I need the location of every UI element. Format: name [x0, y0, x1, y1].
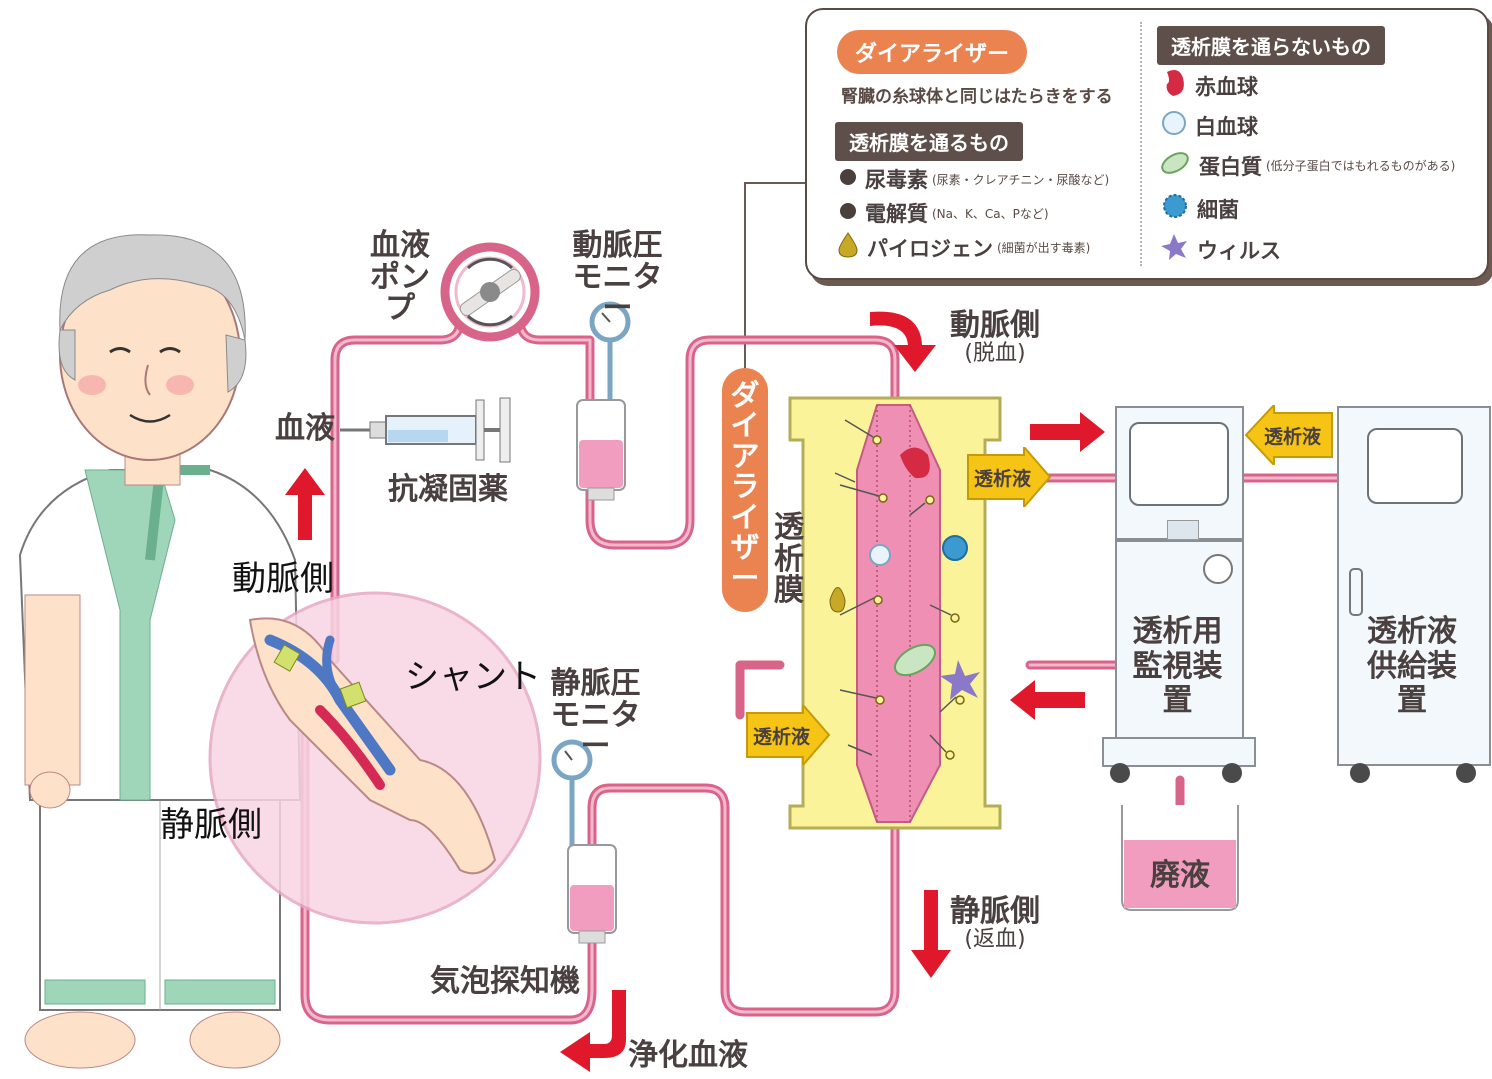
legend-pass-item: パイロジェン(細菌が出す毒素)	[837, 232, 1090, 263]
protein-icon	[894, 643, 936, 677]
legend-nopass-item: ウィルス	[1159, 232, 1281, 267]
monitor-screen	[1129, 422, 1229, 506]
dialysate-supply-label: 透析液	[1264, 426, 1322, 448]
venous-return-label: 静脈側 (返血)	[950, 894, 1040, 952]
dark-dot-icon	[839, 201, 857, 225]
legend-nopass-item: 赤血球	[1161, 68, 1258, 103]
arrow-from-monitor-icon	[1010, 680, 1085, 720]
arrow-venous-return-icon	[911, 890, 951, 978]
legend-nopass-item: 蛋白質(低分子蛋白ではもれるものがある)	[1159, 150, 1455, 181]
anticoagulant-label: 抗凝固薬	[388, 472, 508, 507]
syringe-icon	[340, 397, 511, 463]
venous-drip-chamber-icon	[567, 844, 617, 944]
dialysate-in-tag: 透析液	[745, 702, 831, 769]
virus-icon	[1159, 232, 1189, 267]
supply-unit-label: 透析液供給装置	[1367, 614, 1457, 718]
arterial-drip-chamber-icon	[576, 399, 626, 501]
legend-dialyzer-title: ダイアライザー	[837, 30, 1028, 74]
dialyzer-vertical-label: ダイアライザー	[730, 378, 760, 595]
legend-panel: ダイアライザー 腎臓の糸球体と同じはたらきをする 透析膜を通るもの 尿毒素(尿素…	[805, 8, 1489, 280]
air-bubble-detector-label: 気泡探知機	[430, 964, 580, 999]
arterial-draw-label: 動脈側 (脱血)	[950, 308, 1040, 366]
blood-pump-icon	[440, 242, 540, 342]
blood-label: 血液	[275, 411, 335, 446]
venous-pressure-monitor-label: 静脈圧モニター	[550, 666, 641, 764]
wheel-icon	[1456, 763, 1476, 783]
red-blood-cell-icon	[900, 447, 930, 479]
venous-side-label: 静脈側	[160, 805, 262, 845]
arrow-arterial-draw-icon	[870, 311, 936, 372]
monitor-unit-base	[1102, 737, 1256, 767]
dialysate-out-tag: 透析液	[966, 444, 1052, 511]
white-blood-cell-icon	[869, 544, 891, 566]
dialysate-supply-tag: 透析液	[1244, 402, 1334, 469]
virus-icon	[940, 660, 980, 700]
dialysate-line-left	[735, 660, 785, 720]
monitor-knob-icon	[1203, 554, 1233, 584]
monitor-unit-body	[1115, 540, 1244, 766]
blood-pump-label: 血液ポンプ	[370, 228, 430, 326]
wheel-icon	[1350, 763, 1370, 783]
waste-container-icon	[1121, 805, 1239, 911]
arrow-to-monitor-icon	[1030, 412, 1105, 452]
dialysate-out-label: 透析液	[974, 468, 1032, 490]
arterial-pressure-monitor-label: 動脈圧モニター	[572, 228, 663, 326]
wheel-icon	[1110, 763, 1130, 783]
legend-pass-item: 電解質(Na、K、Ca、Pなど)	[839, 198, 1049, 228]
dark-dot-icon	[839, 167, 857, 191]
supply-unit	[1337, 406, 1491, 766]
red-arrows	[285, 311, 1105, 1072]
monitor-unit-label: 透析用監視装置	[1132, 614, 1223, 718]
supply-screen	[1367, 428, 1463, 504]
shunt-closeup-icon	[208, 591, 542, 925]
monitor-unit-top	[1115, 406, 1244, 540]
dialyzer-pill	[722, 368, 768, 612]
legend-pass-title: 透析膜を通るもの	[835, 122, 1023, 161]
waste-label: 廃液	[1150, 858, 1210, 893]
arterial-pressure-gauge-icon	[589, 301, 631, 405]
shunt-label: シャント	[405, 657, 541, 697]
protein-icon	[1159, 150, 1191, 181]
arrow-up-blood-icon	[285, 468, 325, 540]
legend-pass-item: 尿毒素(尿素・クレアチニン・尿酸など)	[839, 164, 1109, 194]
supply-handle-icon	[1349, 568, 1363, 616]
pyrogen-drop-icon	[837, 232, 859, 263]
venous-pressure-gauge-icon	[551, 739, 593, 848]
pyrogen-icon	[829, 587, 846, 613]
wheel-icon	[1222, 763, 1242, 783]
bacteria-icon	[942, 535, 968, 561]
arterial-side-label: 動脈側	[232, 559, 334, 599]
bacteria-icon	[1161, 192, 1189, 225]
arrow-purified-icon	[560, 990, 626, 1072]
purified-blood-label: 浄化血液	[628, 1038, 748, 1073]
legend-nopass-title: 透析膜を通らないもの	[1157, 26, 1385, 65]
dialysate-in-label: 透析液	[753, 726, 811, 748]
dialyzer-icon	[788, 396, 1002, 830]
legend-nopass-item: 細菌	[1161, 192, 1239, 225]
legend-connector	[744, 182, 805, 380]
white-blood-cell-icon	[1161, 110, 1187, 141]
legend-dialyzer-desc: 腎臓の糸球体と同じはたらきをする	[841, 87, 1113, 107]
red-blood-cell-icon	[1161, 68, 1187, 103]
monitor-neck	[1167, 520, 1199, 540]
legend-nopass-item: 白血球	[1161, 110, 1258, 141]
membrane-label: 透析膜	[774, 510, 804, 608]
legend-divider	[1140, 22, 1142, 266]
patient-figure-icon	[18, 234, 302, 1069]
